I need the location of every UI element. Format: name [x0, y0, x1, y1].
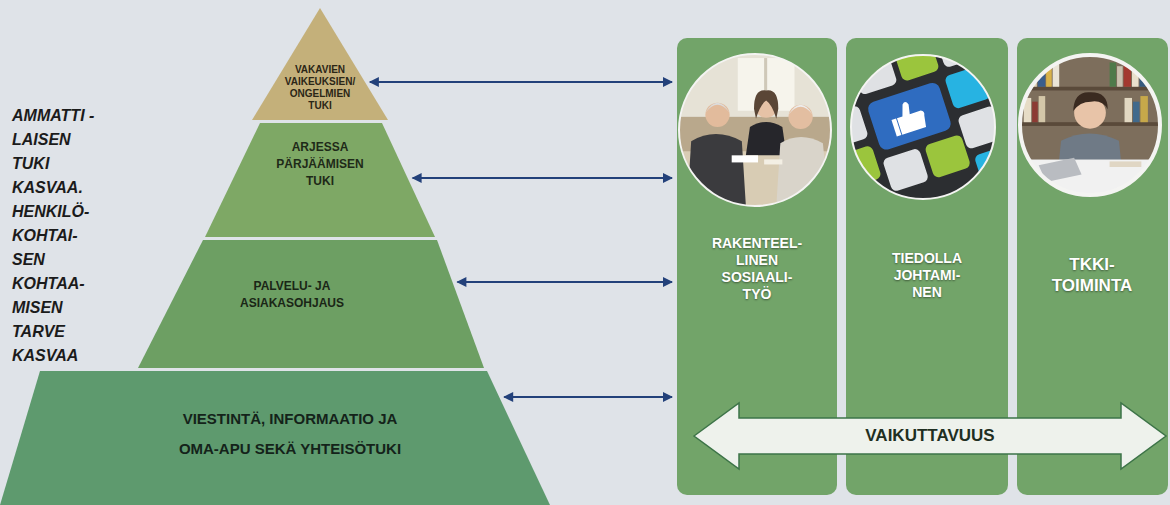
photo-ring — [679, 54, 831, 206]
trapezoid-shape-fill — [205, 123, 435, 237]
pyramid-level: VAKAVIEN VAIKEUKSIEN/ ONGELMIEN TUKI — [250, 8, 390, 121]
side-note: AMMATTI -LAISEN TUKI KASVAA. — [12, 104, 100, 200]
trapezoid-shape — [0, 371, 552, 505]
photo-illustration — [679, 54, 831, 206]
node-label: TKKI- TOIMINTA — [1037, 254, 1147, 296]
node-label: VIESTINTÄ, INFORMAATIO JA OMA-APU SEKÄ Y… — [165, 404, 415, 464]
trapezoid-shape-fill — [0, 371, 550, 505]
node-label: TIEDOLLA JOHTAMI- NEN — [885, 250, 969, 301]
photo-illustration — [1020, 55, 1160, 195]
photo-ring — [851, 55, 995, 199]
photo-illustration — [809, 24, 1021, 230]
double-arrow — [370, 81, 672, 83]
triangle-shape-fill — [252, 8, 388, 120]
side-note: HENKILÖ- KOHTAI- SEN KOHTAA- MISEN TARVE… — [12, 200, 100, 368]
double-arrow — [413, 177, 672, 179]
pyramid-level: PALVELU- JA ASIAKASOHJAUS — [136, 240, 486, 368]
double-arrow-shape-fill — [694, 403, 1166, 469]
photo-ring — [1020, 55, 1160, 195]
double-arrow — [504, 396, 672, 398]
node-label: PALVELU- JA ASIAKASOHJAUS — [227, 278, 357, 312]
node-label: ARJESSA PÄRJÄÄMISEN TUKI — [270, 139, 370, 190]
pyramid-level: ARJESSA PÄRJÄÄMISEN TUKI — [204, 123, 436, 237]
double-arrow — [457, 281, 672, 283]
trapezoid-shape-fill — [138, 240, 484, 368]
node-label: VAKAVIEN VAIKEUKSIEN/ ONGELMIEN TUKI — [280, 64, 360, 112]
impact-arrow: VAIKUTTAVUUS — [693, 402, 1167, 470]
node-label: VAIKUTTAVUUS — [850, 426, 1010, 446]
node-label: RAKENTEEL- LINEN SOSIAALI- TYÖ — [707, 235, 807, 303]
pyramid-level: VIESTINTÄ, INFORMAATIO JA OMA-APU SEKÄ Y… — [0, 371, 552, 505]
